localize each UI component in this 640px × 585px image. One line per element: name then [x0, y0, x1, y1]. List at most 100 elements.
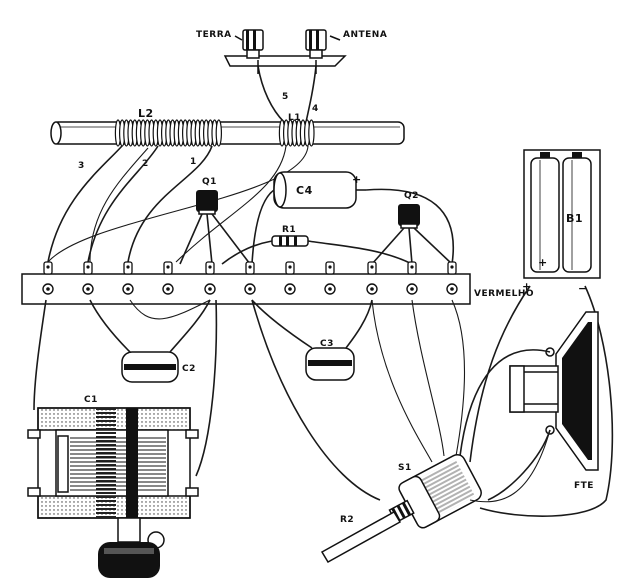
eyelet-center: [166, 287, 170, 291]
battery-b1: B1 +: [523, 149, 601, 279]
variable-capacitor-c1: C1: [27, 395, 199, 519]
b1-label: B1: [566, 212, 583, 225]
q1-label: Q1: [202, 177, 217, 187]
r1-label: R1: [282, 225, 296, 235]
coil-turn: [215, 119, 222, 147]
capacitor-c3: C3: [305, 339, 355, 381]
wire-q1-b: [206, 213, 213, 265]
terra-terminal: [242, 29, 264, 59]
wire-r2-a: [251, 299, 381, 501]
antena-label: ANTENA: [343, 30, 387, 40]
c1-plates: [70, 437, 166, 491]
vermelho-plus: +: [522, 280, 532, 293]
resistor-r1: R1: [271, 225, 309, 247]
wire-battery-pos: [469, 285, 531, 463]
wire-c3-b: [345, 299, 373, 349]
wire-r2-b: [371, 299, 433, 463]
lug-hole: [86, 265, 90, 269]
transistor-q1: Q1: [196, 177, 218, 215]
eyelet-center: [328, 287, 332, 291]
l1-label: L1: [288, 113, 301, 123]
terra-label: TERRA: [196, 30, 232, 40]
eyelet-center: [450, 287, 454, 291]
wire-fte-b: [487, 429, 551, 501]
wire-c4-pos: [365, 188, 454, 265]
c4-label: C4: [296, 184, 313, 197]
wire-c1-a: [33, 299, 47, 411]
wire-r1-b: [307, 240, 413, 265]
eyelet-center: [370, 287, 374, 291]
l2-label: L2: [138, 107, 154, 120]
coil-l2: [114, 119, 222, 147]
lug-hole: [166, 265, 170, 269]
wire-tap-2: [87, 145, 159, 263]
tuning-knob: [98, 517, 165, 578]
eyelet-center: [288, 287, 292, 291]
eyelet-center: [46, 287, 50, 291]
q2-label: Q2: [404, 191, 419, 201]
lug-hole: [126, 265, 130, 269]
wire-strip-to-pot: [411, 299, 445, 457]
lug-hole: [208, 265, 212, 269]
c1-label: C1: [84, 395, 98, 405]
lug-hole: [328, 265, 332, 269]
b1-plus: +: [538, 256, 548, 269]
eyelet-center: [248, 287, 252, 291]
wire-l1-b: [47, 145, 309, 263]
wire-c2-a: [89, 299, 131, 353]
eyelet-center: [410, 287, 414, 291]
lug-hole: [46, 265, 50, 269]
wire-tap-2b: [89, 147, 149, 263]
terminal-plate: TERRA ANTENA: [196, 29, 387, 67]
coil-l1: [278, 119, 315, 147]
capacitor-c4: C4 +: [273, 171, 366, 209]
lug-hole: [288, 265, 292, 269]
wire-battery-neg: [479, 285, 614, 517]
wire-c1-b: [195, 299, 218, 477]
capacitor-c2: C2: [121, 351, 196, 383]
lug-hole: [410, 265, 414, 269]
wire-c2-b: [169, 299, 211, 353]
coil-tap-4-label: 4: [312, 104, 319, 114]
eyelet-center: [208, 287, 212, 291]
wire-c2-link: [129, 299, 211, 320]
ferrite-rod: [50, 121, 405, 145]
wire-q2-c: [413, 227, 453, 265]
terminal-lugs: [42, 261, 458, 295]
wire-tap-1: [127, 145, 213, 263]
coil-tap-1-label: 1: [190, 157, 197, 167]
coil-tap-5-label: 5: [282, 92, 289, 102]
c3-label: C3: [320, 339, 334, 349]
wire-q2-e: [371, 227, 405, 265]
wire-l1-a: [175, 145, 287, 263]
wire-switch-fte: [469, 429, 551, 503]
s1-label: S1: [398, 463, 412, 473]
lug-hole: [248, 265, 252, 269]
wire-q1-c: [211, 213, 251, 265]
r2-label: R2: [340, 515, 354, 525]
lug-hole: [450, 265, 454, 269]
wire-tap-3: [47, 145, 123, 263]
wire-q1-e: [179, 213, 203, 265]
coil-tap-3-label: 3: [78, 161, 85, 171]
transistor-q2: Q2: [398, 191, 420, 229]
eyelet-center: [86, 287, 90, 291]
antena-terminal: [305, 29, 327, 59]
wire-terra-l1: [257, 65, 285, 123]
vermelho-minus: −: [578, 282, 588, 295]
speaker-fte: FTE: [509, 311, 599, 491]
wire-q2-b: [408, 227, 413, 265]
c2-label: C2: [182, 364, 196, 374]
vermelho-label: VERMELHO: [474, 289, 534, 299]
coil-turn: [308, 119, 315, 147]
wire-r1-a: [221, 240, 273, 265]
fte-label: FTE: [574, 481, 594, 491]
c4-plus: +: [352, 173, 362, 186]
wire-strip-to-switch: [451, 299, 465, 457]
eyelet-center: [126, 287, 130, 291]
wire-c4-neg: [251, 189, 275, 265]
wire-fte-a: [459, 349, 551, 457]
lug-hole: [370, 265, 374, 269]
potentiometer-r2: S1 R2: [320, 453, 482, 564]
